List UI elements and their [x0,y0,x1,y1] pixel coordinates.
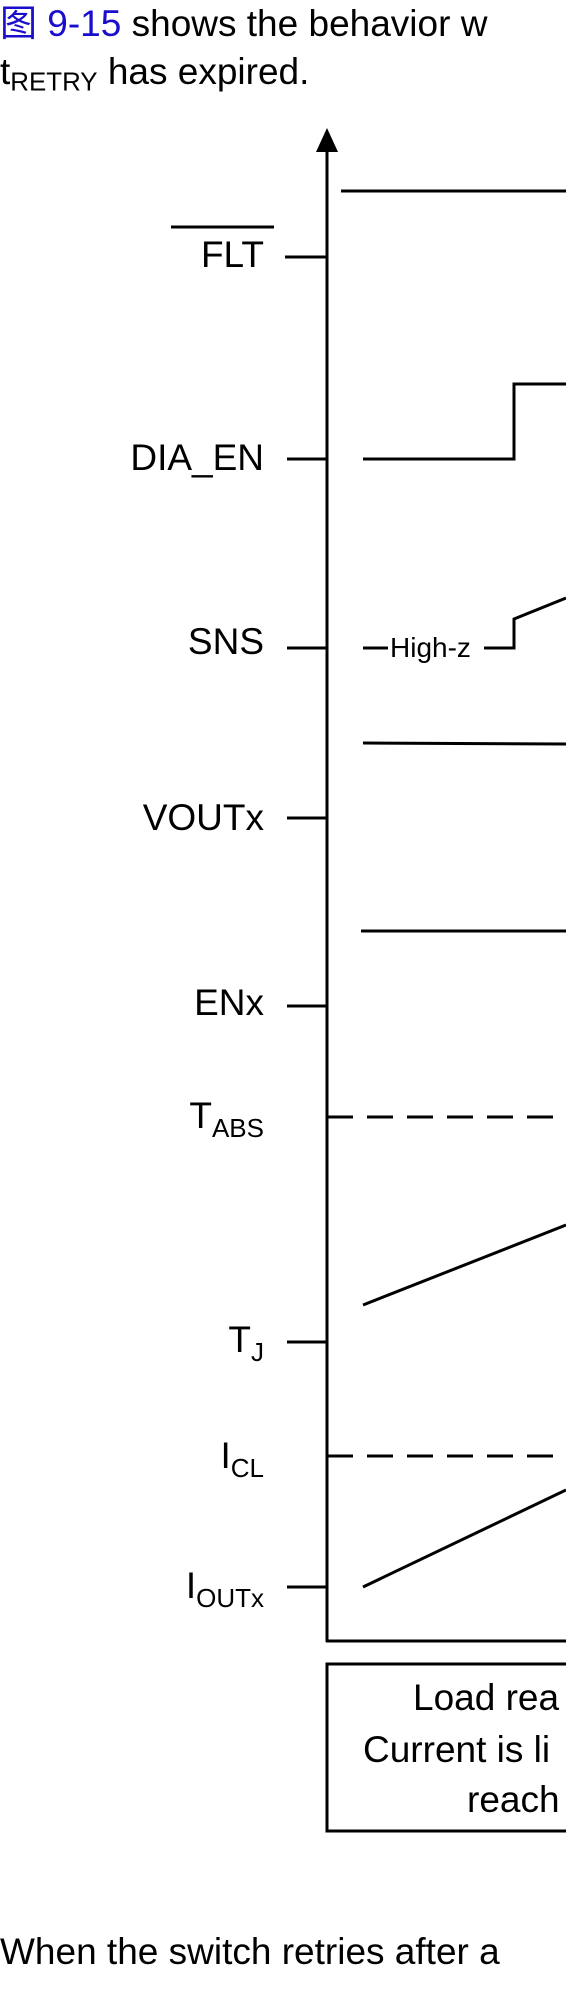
sns-label: SNS [188,621,264,662]
outro-paragraph: When the switch retries after a [0,1931,500,1972]
intro-line-2: tRETRY has expired. [0,48,309,106]
ioutx-trace [362,1488,566,1589]
enx-label: ENx [194,982,264,1023]
ioutx-label: IOUTx [186,1565,264,1613]
figure-reference-link[interactable]: 图 9-15 [0,3,122,44]
tj-label: TJ [228,1319,264,1367]
annotation-line-2: Current is li [363,1729,550,1770]
y-axis-arrow [316,128,338,152]
annotation-line-1: Load rea [413,1677,559,1718]
t-retry-symbol: t [0,51,11,92]
tabs-label: TABS [189,1095,264,1143]
tj-trace [362,1223,566,1307]
annotation-box [325,1662,566,1833]
voutx-label: VOUTx [143,797,265,838]
voutx-trace [362,741,566,746]
dia-en-trace [363,382,566,461]
t-retry-subscript: RETRY [10,68,98,97]
intro-line-2-text: has expired. [97,51,310,92]
sns-trace [486,596,566,650]
sns-highz-label: High-z [390,632,471,663]
flt-label: FLT [201,234,264,275]
intro-line-1: 图 9-15 shows the behavior w [0,0,487,48]
icl-label: ICL [220,1435,264,1483]
annotation-line-3: reach [467,1779,560,1820]
intro-line-1-text: shows the behavior w [121,3,488,44]
dia-en-label: DIA_EN [130,437,264,478]
